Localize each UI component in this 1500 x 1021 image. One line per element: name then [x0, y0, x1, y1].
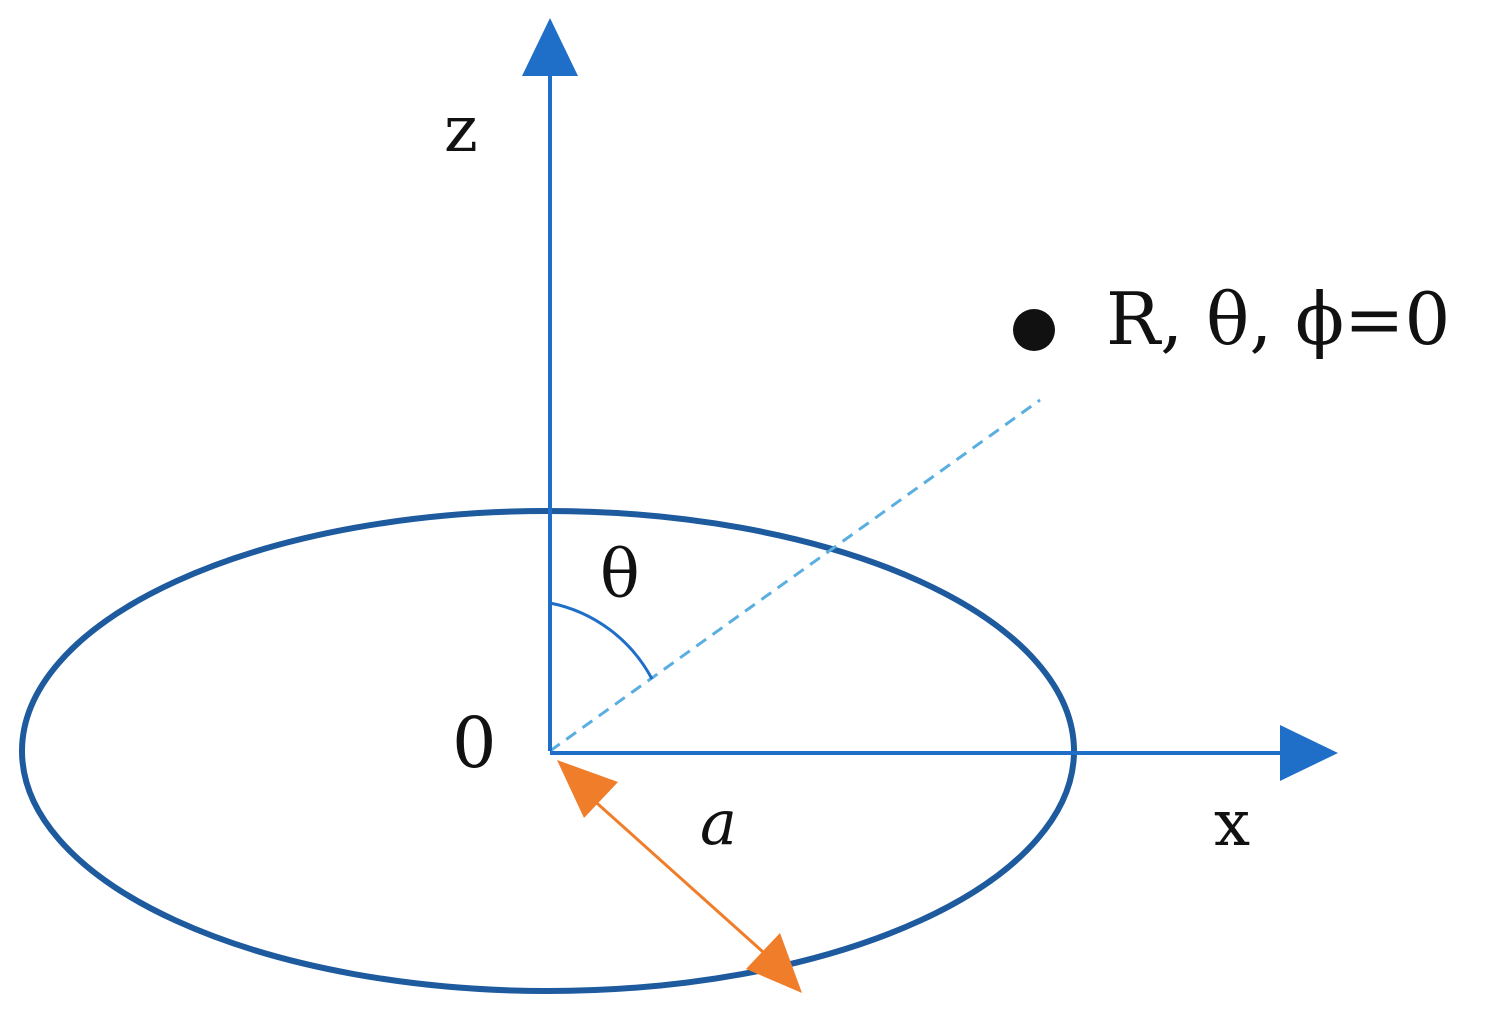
position-vector-dashed-line [549, 398, 1041, 753]
radius-arrow-line [578, 786, 774, 962]
x-axis-arrowhead [1280, 725, 1338, 781]
theta-label: θ [600, 536, 640, 613]
origin-label: 0 [452, 702, 497, 784]
z-axis-arrowhead [522, 18, 578, 76]
observation-point-dot [1013, 309, 1055, 351]
x-axis-label: x [1214, 787, 1250, 861]
radius-arrowhead-outer [746, 933, 802, 993]
radius-label: a [700, 786, 737, 859]
observation-point-label: R, θ, ϕ=0 [1106, 277, 1450, 361]
theta-angle-arc [549, 601, 654, 680]
radius-arrowhead-inner [557, 760, 618, 818]
z-axis-label: z [444, 93, 478, 167]
